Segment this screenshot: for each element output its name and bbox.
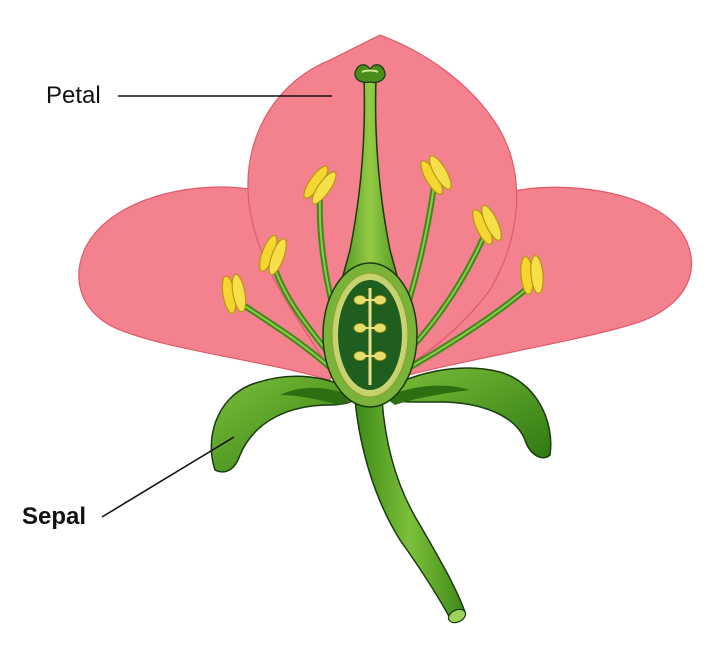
ovules [353,295,387,361]
petal-label: Petal [46,82,101,109]
left-sepal-inner [280,387,355,405]
anther-5 [472,204,502,246]
anthers [221,155,544,315]
sepal-leader-line [101,436,235,518]
ovule [373,323,387,333]
sepals [210,367,552,473]
right-sepal-inner [385,385,470,405]
left-sepal [210,375,362,473]
ovule [353,295,367,305]
anther-3 [303,165,337,205]
ovule [353,323,367,333]
ovule [373,351,387,361]
ovule [353,351,367,361]
anther-1 [221,273,247,315]
stigma [354,64,386,84]
sepal-label: Sepal [22,503,87,530]
stem-cut-end [447,608,467,624]
pistil [322,64,418,408]
ovule [373,295,387,305]
anther-6 [520,255,544,295]
stem [354,399,466,619]
anther-2 [259,234,287,276]
anther-4 [420,155,452,195]
